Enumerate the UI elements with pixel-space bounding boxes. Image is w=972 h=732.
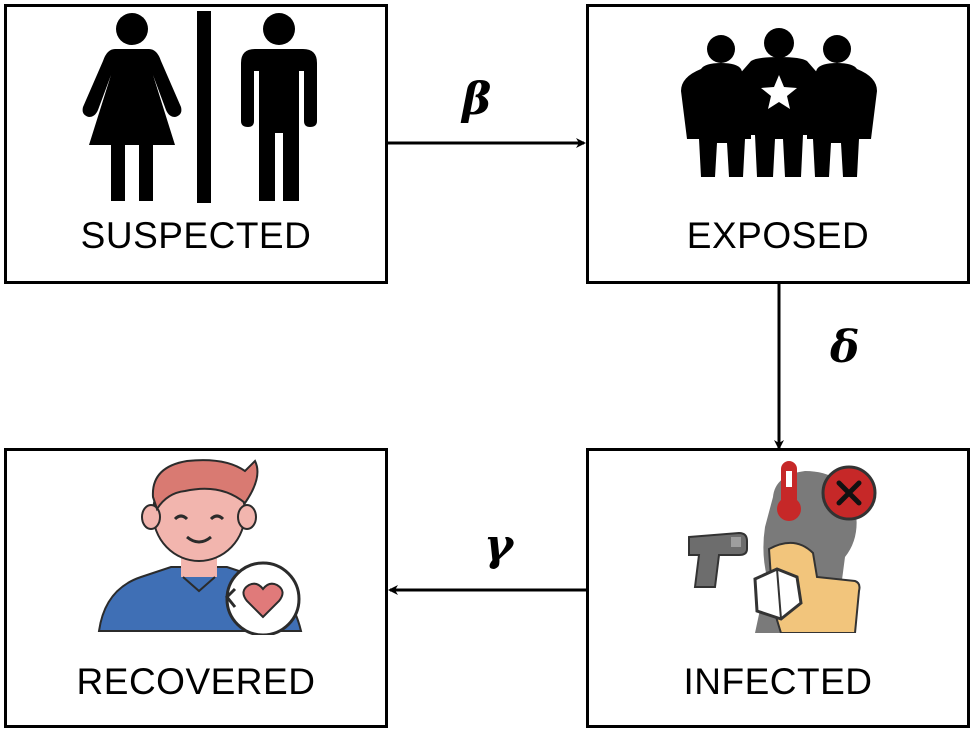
infected-box: INFECTED <box>586 448 970 728</box>
exposed-box: EXPOSED <box>586 4 970 284</box>
recovered-box: RECOVERED <box>4 448 388 728</box>
infected-label: INFECTED <box>683 661 873 702</box>
rate-beta: β <box>462 74 492 125</box>
group-with-star-icon <box>681 28 877 177</box>
exposed-label: EXPOSED <box>686 215 870 256</box>
rate-delta: δ <box>830 322 860 373</box>
recovered-person-heart-icon <box>97 459 303 635</box>
suspected-box: SUSPECTED <box>4 4 388 284</box>
suspected-label: SUSPECTED <box>80 215 312 256</box>
fever-thermometer-icon <box>688 461 877 633</box>
recovered-label: RECOVERED <box>76 661 316 702</box>
restroom-people-icon <box>82 11 317 203</box>
rate-gamma: γ <box>484 520 514 571</box>
